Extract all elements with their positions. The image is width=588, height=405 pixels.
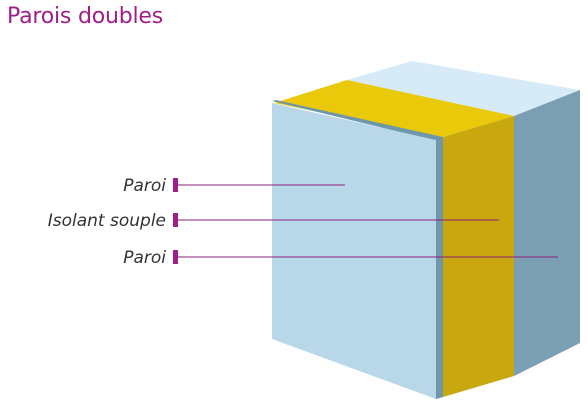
page-title: Parois doubles — [7, 4, 163, 29]
front-wall-top-edge — [272, 100, 443, 142]
label-marker-isolant — [173, 213, 178, 227]
back-wall-side-face — [514, 90, 580, 376]
label-paroi-top: Paroi — [123, 176, 166, 196]
label-marker-paroi-bottom — [173, 250, 178, 264]
label-marker-paroi-top — [173, 178, 178, 192]
back-wall-top-face — [347, 61, 580, 116]
insulation-top-face — [274, 80, 514, 137]
label-isolant: Isolant souple — [48, 211, 166, 231]
label-paroi-bottom: Paroi — [123, 248, 166, 268]
front-wall-side-edge — [436, 137, 443, 399]
front-wall-front-face — [272, 103, 436, 399]
